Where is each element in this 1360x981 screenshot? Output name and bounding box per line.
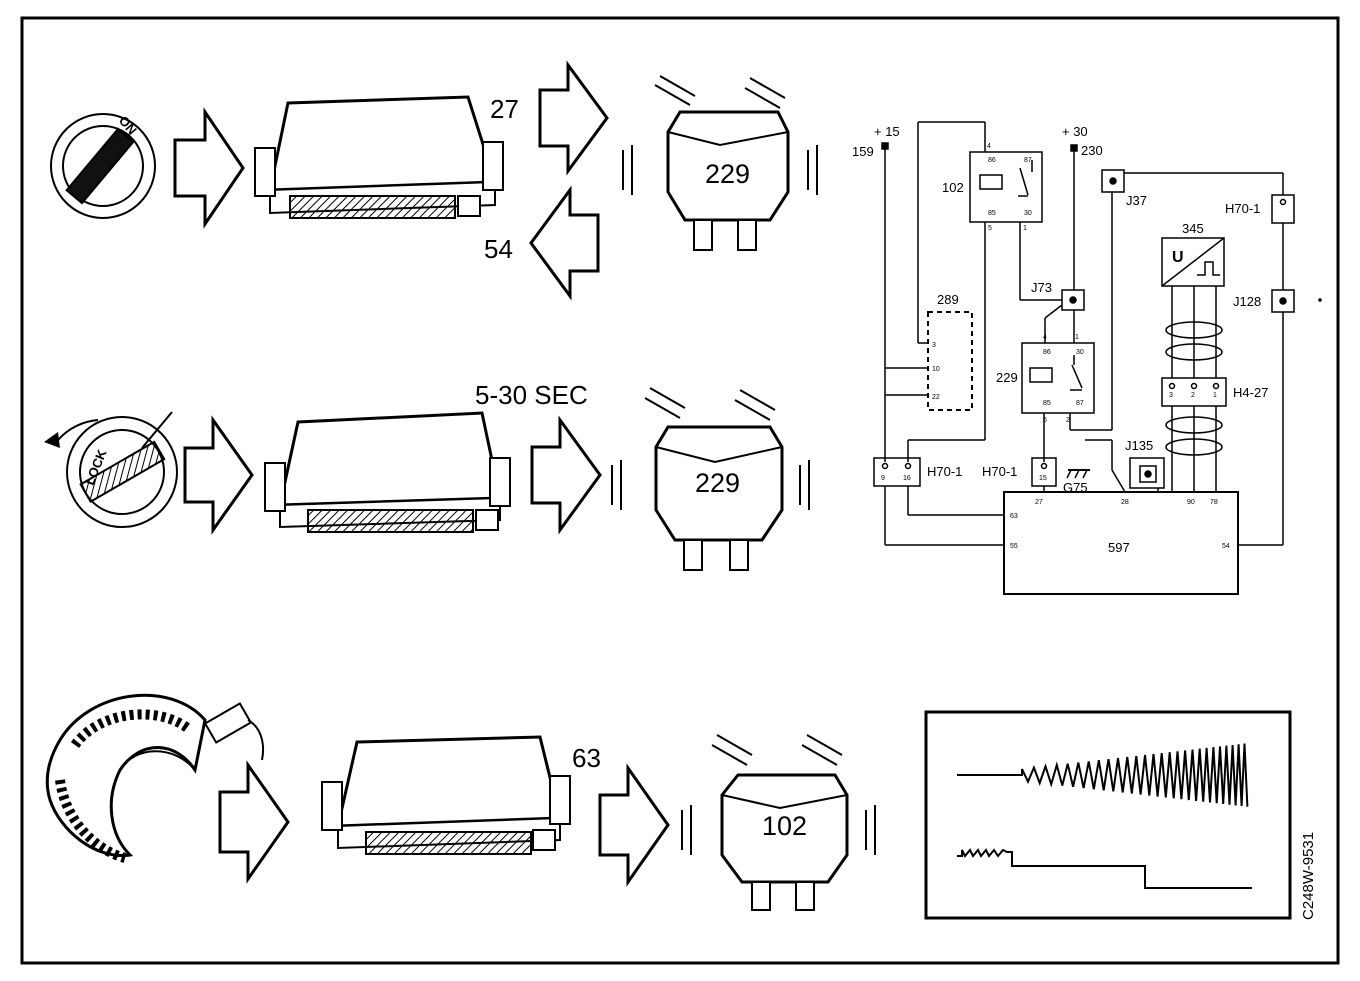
- relay-102-pin-30: 30: [1024, 210, 1032, 217]
- module-345: [1161, 237, 1225, 287]
- arrow-key-to-ecu-row2: [183, 415, 254, 535]
- relay-229-schematic: [1021, 342, 1095, 414]
- ecu-pin-27: 27: [1035, 499, 1043, 506]
- ecu-pin-27-label: 27: [490, 94, 519, 124]
- connector-j73: [1061, 289, 1085, 311]
- relay-229-pin-30: 30: [1076, 349, 1084, 356]
- connector-h4-27-label: H4-27: [1233, 385, 1268, 400]
- relay-102-row3: 102: [720, 773, 849, 911]
- ecu-module-row3: [321, 735, 571, 855]
- h4-pin-2: 2: [1191, 392, 1195, 399]
- connector-h70-left: [873, 457, 921, 487]
- fuse-230-label: 230: [1081, 143, 1103, 158]
- ecu-pin-54: 54: [1222, 543, 1230, 550]
- relay-229-pin-85: 85: [1043, 400, 1051, 407]
- h4-pin-3: 3: [1169, 392, 1173, 399]
- relay-vibration-lines-row3: [681, 734, 876, 855]
- connector-j37-label: J37: [1126, 193, 1147, 208]
- connector-h70-left-label: H70-1: [927, 464, 962, 479]
- relay-229-pin-87: 87: [1076, 400, 1084, 407]
- ignition-key-lock: LOCK: [44, 411, 178, 528]
- relay-102-schematic: [969, 151, 1043, 223]
- relay-229-pin-4: 4: [1043, 334, 1047, 341]
- schematic-labels: + 15 159 + 30 230 102 4 86 87 30 85 5 1 …: [852, 124, 1268, 555]
- connector-h70-top-label: H70-1: [1225, 201, 1260, 216]
- ecu-pin-90: 90: [1187, 499, 1195, 506]
- h70-mid-pin-15: 15: [1039, 475, 1047, 482]
- relay-102-pin-86: 86: [988, 157, 996, 164]
- ecu-module-row1: [254, 95, 504, 219]
- ecu-pin-28: 28: [1121, 499, 1129, 506]
- ecu-pin-63-label: 63: [572, 743, 601, 773]
- arrow-ecu-to-relay-row3: [598, 763, 670, 887]
- relay-229-row2: 229: [654, 425, 784, 571]
- module-289: [927, 311, 973, 411]
- relay-vibration-lines-row1: [622, 75, 818, 195]
- ecu-pin-55: 55: [1010, 543, 1018, 550]
- delay-label: 5-30 SEC: [475, 380, 588, 410]
- connector-h70-mid-label: H70-1: [982, 464, 1017, 479]
- waveform-panel: [924, 710, 1292, 920]
- module-345-label: 345: [1182, 221, 1204, 236]
- crankshaft-sensor-wheel: [45, 693, 207, 863]
- speed-sensor-icon: [203, 702, 265, 761]
- connector-j135: [1129, 457, 1165, 489]
- connector-j73-label: J73: [1031, 280, 1052, 295]
- h70-left-pin-9: 9: [881, 475, 885, 482]
- relay-102-pin-5: 5: [988, 225, 992, 232]
- ground-g75-label: G75: [1063, 480, 1088, 495]
- ecu-pin-63: 63: [1010, 513, 1018, 520]
- ecu-pin-54-label: 54: [484, 234, 513, 264]
- relay-229-number: 229: [705, 159, 750, 189]
- arrow-relay-to-ecu-row1: [529, 185, 600, 301]
- relay-229-label: 229: [996, 370, 1018, 385]
- crank-signal-trace: [957, 743, 1249, 807]
- arrow-ecu-to-relay-row2: [530, 415, 602, 535]
- relay-229-pin-2: 2: [1066, 417, 1070, 424]
- module-289-pin-3: 3: [932, 342, 936, 349]
- relay-102-pin-4: 4: [987, 143, 991, 150]
- arrow-key-to-ecu-row1: [173, 107, 245, 229]
- relay-229-pin-86: 86: [1043, 349, 1051, 356]
- relay-vibration-lines-row2: [611, 387, 810, 510]
- module-289-pin-22: 22: [932, 394, 940, 401]
- ecu-pin-78: 78: [1210, 499, 1218, 506]
- relay-102-label: 102: [942, 180, 964, 195]
- figure-id: C248W-9531: [1300, 832, 1317, 920]
- wiring-schematic: [873, 121, 1322, 595]
- connector-j37: [1101, 169, 1125, 193]
- supply-30-label: + 30: [1062, 124, 1088, 139]
- module-289-pin-10: 10: [932, 366, 940, 373]
- h4-pin-1: 1: [1213, 392, 1217, 399]
- h70-left-pin-16: 16: [903, 475, 911, 482]
- arrow-sensor-to-ecu-row3: [218, 760, 290, 884]
- relay-229-pin-1: 1: [1075, 334, 1079, 341]
- relay-229-pin-6: 6: [1043, 417, 1047, 424]
- connector-j128-label: J128: [1233, 294, 1261, 309]
- connector-j135-label: J135: [1125, 438, 1153, 453]
- module-345-symbol: U: [1172, 249, 1184, 266]
- ecu-597-schematic: [1003, 491, 1239, 595]
- fuse-159-label: 159: [852, 144, 874, 159]
- module-289-label: 289: [937, 292, 959, 307]
- relay-229-number-row2: 229: [695, 468, 740, 498]
- arrow-ecu-to-relay-row1: [538, 60, 609, 176]
- relay-102-pin-85: 85: [988, 210, 996, 217]
- ignition-key-on: ON: [50, 113, 156, 219]
- ecu-597-label: 597: [1108, 540, 1130, 555]
- relay-229-row1: 229: [666, 110, 790, 251]
- page-frame: [20, 16, 1340, 965]
- relay-signal-trace: [957, 848, 1252, 889]
- ecu-module-row2: [264, 411, 511, 533]
- relay-102-pin-1: 1: [1023, 225, 1027, 232]
- supply-15-label: + 15: [874, 124, 900, 139]
- relay-102-number: 102: [762, 811, 807, 841]
- relay-102-pin-87: 87: [1024, 157, 1032, 164]
